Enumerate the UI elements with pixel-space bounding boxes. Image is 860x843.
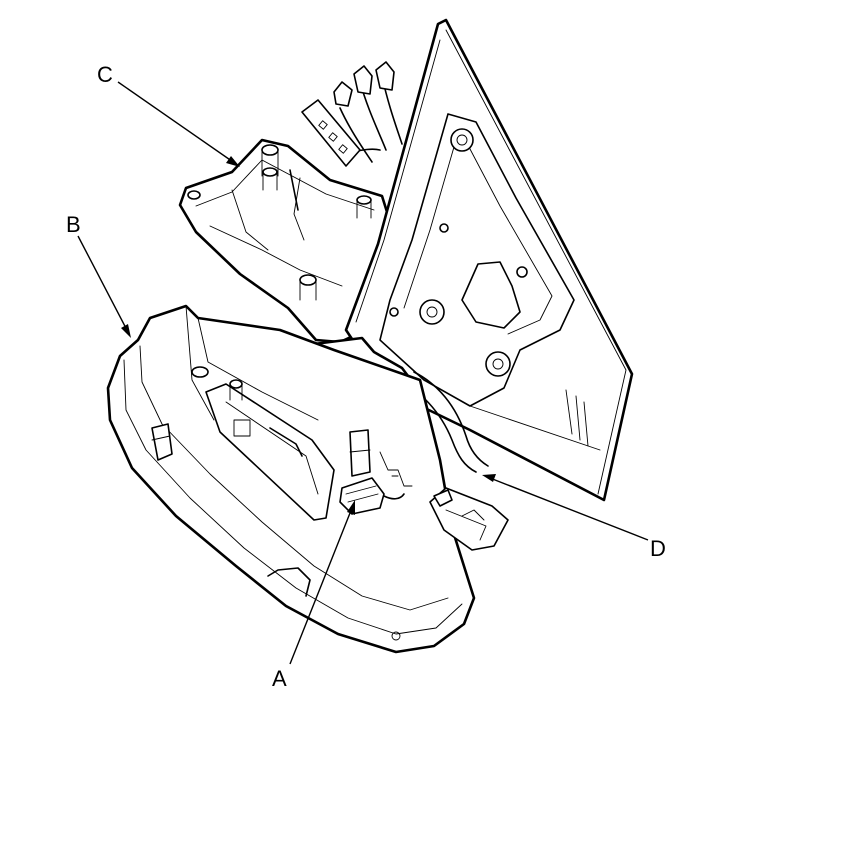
callout-label-b: B [66,212,81,237]
harness-connector-a [339,477,405,515]
base-post [262,167,278,191]
base-post [261,144,279,177]
mirror-cover-b [106,304,476,654]
callout-leader-a [289,500,355,665]
screw-hole [187,190,201,200]
terminal-connector [353,65,373,95]
base-post [299,274,317,301]
screw-hole [439,223,449,233]
actuator-boss [419,299,445,325]
wire-harness-top [301,61,403,167]
mirror-base-plate-c [178,138,394,344]
cover-post [229,379,243,401]
actuator-boss [485,351,511,377]
harness-connector-d [429,487,509,551]
callout-leader-d [482,474,649,541]
terminal-connector [333,81,353,107]
screw-hole [389,307,399,317]
cover-clip [349,429,371,477]
callout-leader-c [117,81,240,167]
terminal-connector [375,61,395,91]
screw-hole [516,266,528,278]
base-post [356,195,372,219]
callout-label-c: C [97,62,113,87]
cover-post [191,366,209,378]
callout-leader-b [77,235,131,338]
guide-pin [289,169,299,211]
ground-bracket [301,99,361,167]
cover-clip [151,423,173,461]
callout-label-a: A [272,666,287,691]
actuator-boss [450,128,474,152]
callout-label-d: D [650,536,666,561]
